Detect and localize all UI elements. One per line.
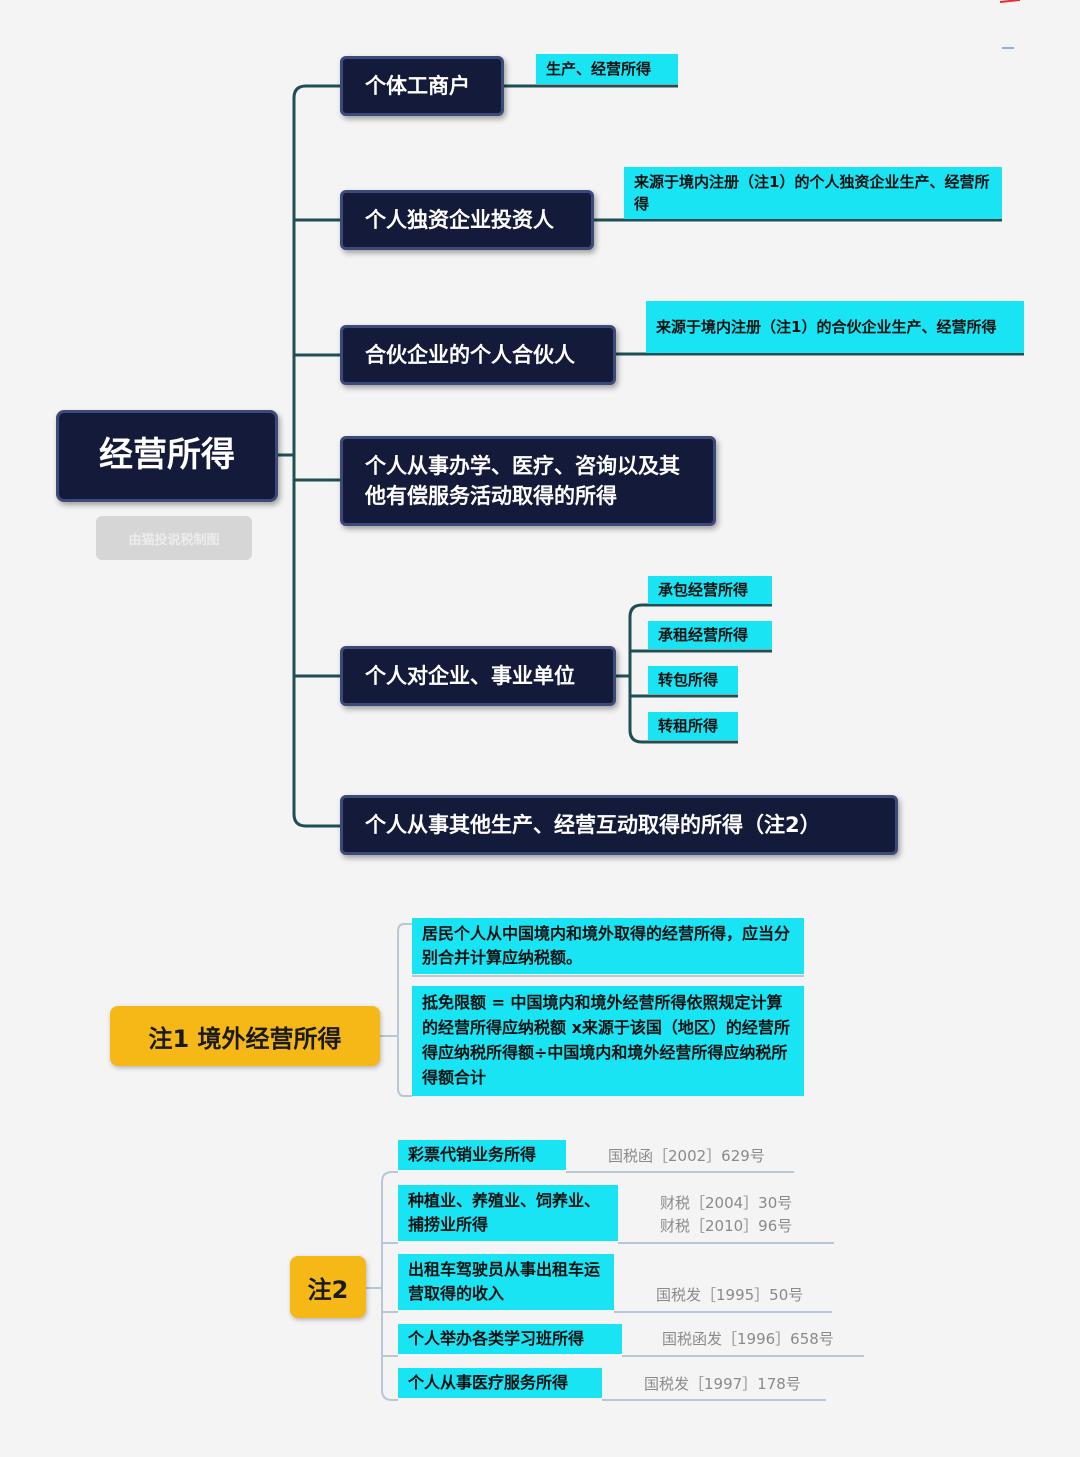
ref-text: 国税函［2002］629号	[608, 1147, 765, 1165]
ref-text: 财税［2010］96号	[660, 1216, 793, 1235]
note2-item-text: 出租车驾驶员从事出租车运营取得的收入	[408, 1260, 601, 1303]
detail-text: 生产、经营所得	[546, 59, 652, 78]
branch-node-individual-business[interactable]: 个体工商户	[340, 56, 504, 116]
note2-item: 个人举办各类学习班所得	[398, 1324, 622, 1354]
detail-text: 承租经营所得	[658, 625, 749, 644]
note2-item-text: 彩票代销业务所得	[408, 1145, 537, 1164]
watermark-text: 由猫投说税制图	[128, 532, 220, 548]
note2-ref: 财税［2004］30号 财税［2010］96号	[660, 1192, 792, 1237]
note2-item-text: 种植业、养殖业、饲养业、捕捞业所得	[408, 1191, 601, 1234]
branch-node-contracting[interactable]: 个人对企业、事业单位	[340, 646, 616, 706]
note2-ref: 国税发［1995］50号	[656, 1284, 803, 1307]
detail-tag: 来源于境内注册（注1）的个人独资企业生产、经营所得	[624, 167, 1002, 219]
note1-item: 居民个人从中国境内和境外取得的经营所得，应当分别合并计算应纳税额。	[412, 918, 804, 974]
root-label: 经营所得	[99, 435, 235, 476]
note2-ref: 国税函［2002］629号	[608, 1145, 765, 1168]
detail-text: 承包经营所得	[658, 580, 749, 599]
branch-node-other-business[interactable]: 个人从事其他生产、经营互动取得的所得（注2）	[340, 795, 898, 855]
detail-tag: 转包所得	[648, 666, 738, 694]
note2-item: 种植业、养殖业、饲养业、捕捞业所得	[398, 1185, 618, 1241]
note1-item-text: 抵免限额 = 中国境内和境外经营所得依照规定计算的经营所得应纳税额 x来源于该国…	[422, 993, 790, 1087]
ref-text: 财税［2004］30号	[660, 1194, 793, 1212]
corner-mark	[999, 0, 1021, 3]
note2-label: 注2	[307, 1275, 349, 1304]
branch-label: 合伙企业的个人合伙人	[365, 342, 575, 367]
detail-text: 来源于境内注册（注1）的个人独资企业生产、经营所得	[634, 172, 990, 214]
note2-item-text: 个人举办各类学习班所得	[408, 1329, 585, 1348]
detail-tag: 承包经营所得	[648, 576, 772, 604]
branch-label: 个人从事办学、医疗、咨询以及其他有偿服务活动取得的所得	[365, 453, 680, 508]
ref-text: 国税函发［1996］658号	[662, 1330, 834, 1348]
branch-label: 个人对企业、事业单位	[365, 663, 575, 688]
detail-tag: 承租经营所得	[648, 621, 772, 649]
detail-text: 转包所得	[658, 670, 719, 689]
watermark: 由猫投说税制图	[96, 516, 252, 560]
branch-label: 个人从事其他生产、经营互动取得的所得（注2）	[365, 812, 821, 837]
branch-node-partnership[interactable]: 合伙企业的个人合伙人	[340, 325, 616, 385]
note1-item: 抵免限额 = 中国境内和境外经营所得依照规定计算的经营所得应纳税额 x来源于该国…	[412, 986, 804, 1096]
note1-item-text: 居民个人从中国境内和境外取得的经营所得，应当分别合并计算应纳税额。	[422, 924, 791, 967]
root-node[interactable]: 经营所得	[56, 410, 278, 502]
note2-ref: 国税发［1997］178号	[644, 1373, 801, 1396]
branch-label: 个体工商户	[365, 73, 470, 98]
note2-item: 个人从事医疗服务所得	[398, 1368, 602, 1398]
note2-item-text: 个人从事医疗服务所得	[408, 1373, 569, 1392]
detail-text: 来源于境内注册（注1）的合伙企业生产、经营所得	[656, 317, 997, 336]
note1-node[interactable]: 注1 境外经营所得	[110, 1006, 380, 1066]
note1-label: 注1 境外经营所得	[148, 1024, 342, 1053]
detail-text: 转租所得	[658, 716, 719, 735]
branch-label: 个人独资企业投资人	[365, 207, 554, 232]
branch-node-sole-proprietorship[interactable]: 个人独资企业投资人	[340, 190, 594, 250]
branch-node-paid-services[interactable]: 个人从事办学、医疗、咨询以及其他有偿服务活动取得的所得	[340, 436, 716, 526]
ref-text: 国税发［1995］50号	[656, 1286, 804, 1304]
ref-text: 国税发［1997］178号	[644, 1375, 801, 1393]
detail-tag: 生产、经营所得	[536, 54, 678, 84]
note2-item: 出租车驾驶员从事出租车运营取得的收入	[398, 1254, 614, 1310]
note2-node[interactable]: 注2	[290, 1256, 366, 1318]
note2-item: 彩票代销业务所得	[398, 1140, 566, 1170]
detail-tag: 来源于境内注册（注1）的合伙企业生产、经营所得	[646, 301, 1024, 353]
detail-tag: 转租所得	[648, 712, 738, 740]
note2-ref: 国税函发［1996］658号	[662, 1328, 834, 1351]
